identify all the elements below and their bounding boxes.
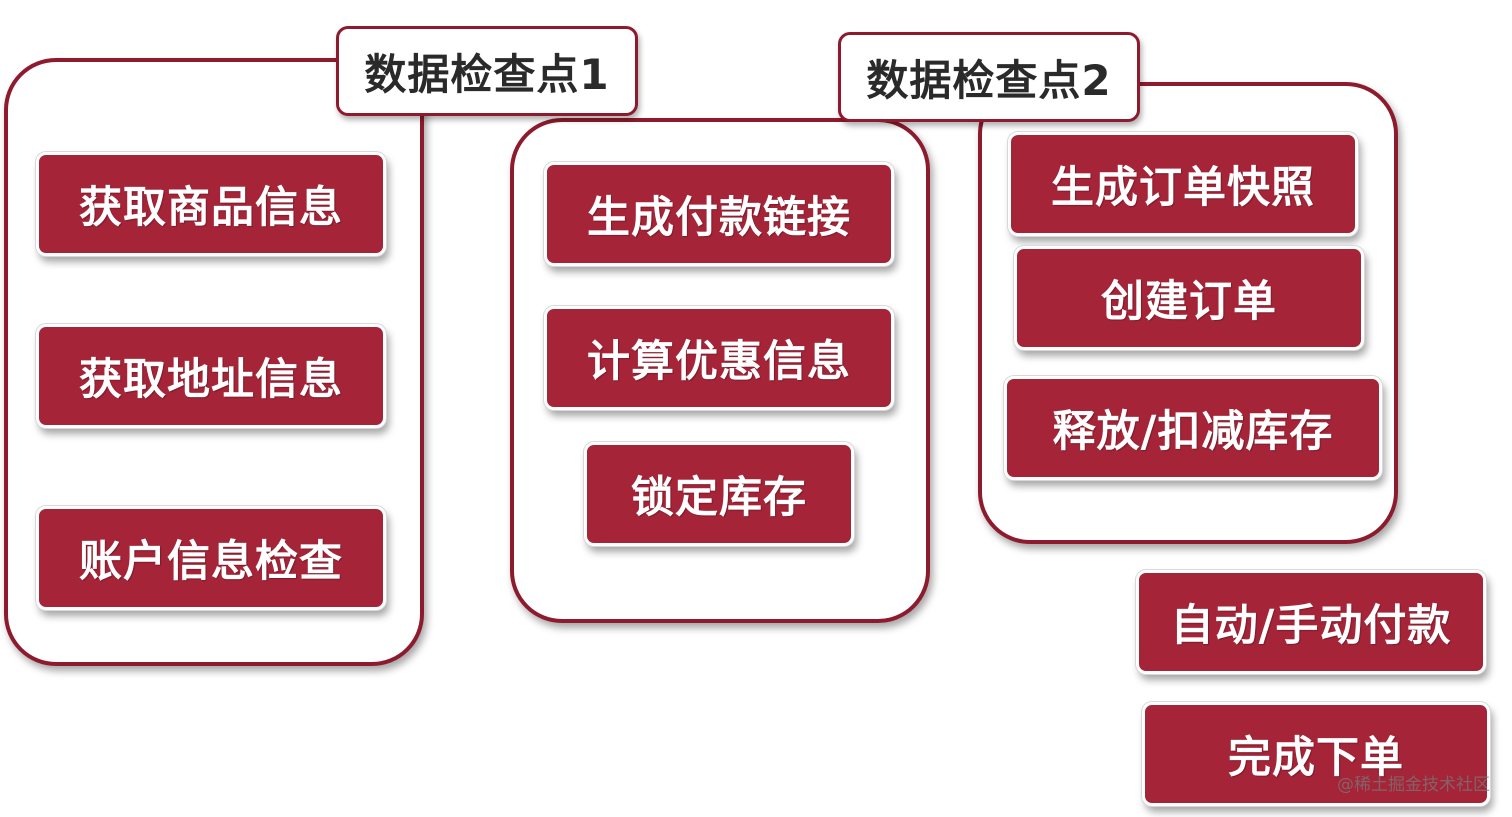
- step-generate-payment-link: 生成付款链接: [544, 162, 894, 266]
- step-lock-inventory: 锁定库存: [584, 442, 854, 546]
- step-get-product-info: 获取商品信息: [36, 152, 386, 256]
- step-account-check: 账户信息检查: [36, 506, 386, 610]
- step-get-address-info: 获取地址信息: [36, 324, 386, 428]
- checkpoint-1-label: 数据检查点1: [336, 26, 638, 116]
- checkpoint-2-label: 数据检查点2: [838, 32, 1140, 122]
- step-release-deduct-inventory: 释放/扣减库存: [1004, 376, 1382, 480]
- step-complete-order: 完成下单: [1142, 702, 1490, 806]
- step-create-order: 创建订单: [1014, 246, 1364, 350]
- step-order-snapshot: 生成订单快照: [1008, 132, 1358, 236]
- watermark: @稀土掘金技术社区: [1337, 775, 1490, 795]
- step-auto-manual-payment: 自动/手动付款: [1136, 570, 1486, 674]
- step-calc-discount: 计算优惠信息: [544, 306, 894, 410]
